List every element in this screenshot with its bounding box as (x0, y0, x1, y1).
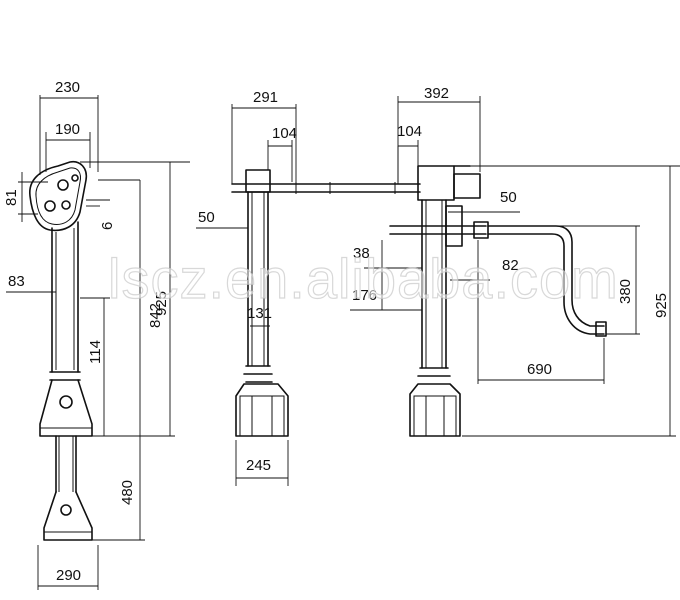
dim-label: 176 (352, 287, 377, 304)
watermark-text: lscz.en.alibaba.com (108, 247, 619, 310)
dim-label: 83 (8, 273, 25, 290)
dim-label: 50 (198, 209, 215, 226)
crank-dimensions (350, 96, 680, 437)
dim-label: 380 (617, 279, 634, 304)
dim-label: 6 (99, 222, 116, 230)
dim-label: 690 (527, 361, 552, 378)
front-bolt-hole-2 (44, 200, 56, 212)
side-view: 291 104 50 131 245 (196, 89, 421, 486)
dim-label: 245 (246, 457, 271, 474)
dim-label: 230 (55, 79, 80, 96)
crank-grip (595, 321, 607, 337)
dim-label: 925 (653, 293, 670, 318)
dim-label: 104 (397, 123, 422, 140)
dim-label: 480 (119, 480, 136, 505)
dim-label: 81 (3, 189, 20, 206)
front-bolt-hole-4 (71, 174, 79, 182)
front-foot-hole-lower (60, 504, 72, 516)
dim-label: 392 (424, 85, 449, 102)
dim-label: 131 (247, 305, 272, 322)
dim-label: 38 (353, 245, 370, 262)
front-top-plate-inner (35, 167, 81, 225)
dim-label: 291 (253, 89, 278, 106)
side-head (245, 169, 271, 193)
dim-label: 190 (55, 121, 80, 138)
front-bolt-hole-3 (61, 200, 71, 210)
dim-label: 104 (272, 125, 297, 142)
dim-label: 50 (500, 189, 517, 206)
front-lower-foot (43, 491, 93, 541)
crank-gearbox (417, 165, 455, 201)
dim-label: 82 (502, 257, 519, 274)
front-upper-foot (39, 379, 93, 437)
dim-label: 290 (56, 567, 81, 584)
front-bolt-hole-1 (57, 179, 69, 191)
crank-handle (487, 225, 605, 327)
front-dimensions (6, 95, 190, 590)
crank-gearbox-side (453, 173, 481, 199)
crank-view: 392 104 50 38 176 82 380 925 690 (350, 85, 680, 437)
front-view: 230 190 81 6 83 842 925 114 480 290 (3, 79, 190, 590)
crank-foot (409, 383, 461, 437)
dim-label: 114 (87, 340, 104, 364)
side-foot (235, 383, 289, 437)
dim-label: 842 (147, 303, 164, 328)
side-dimensions (196, 104, 297, 486)
crank-coupling (473, 221, 489, 239)
front-foot-hole-upper (59, 395, 73, 409)
dim-label: 925 (153, 291, 170, 316)
